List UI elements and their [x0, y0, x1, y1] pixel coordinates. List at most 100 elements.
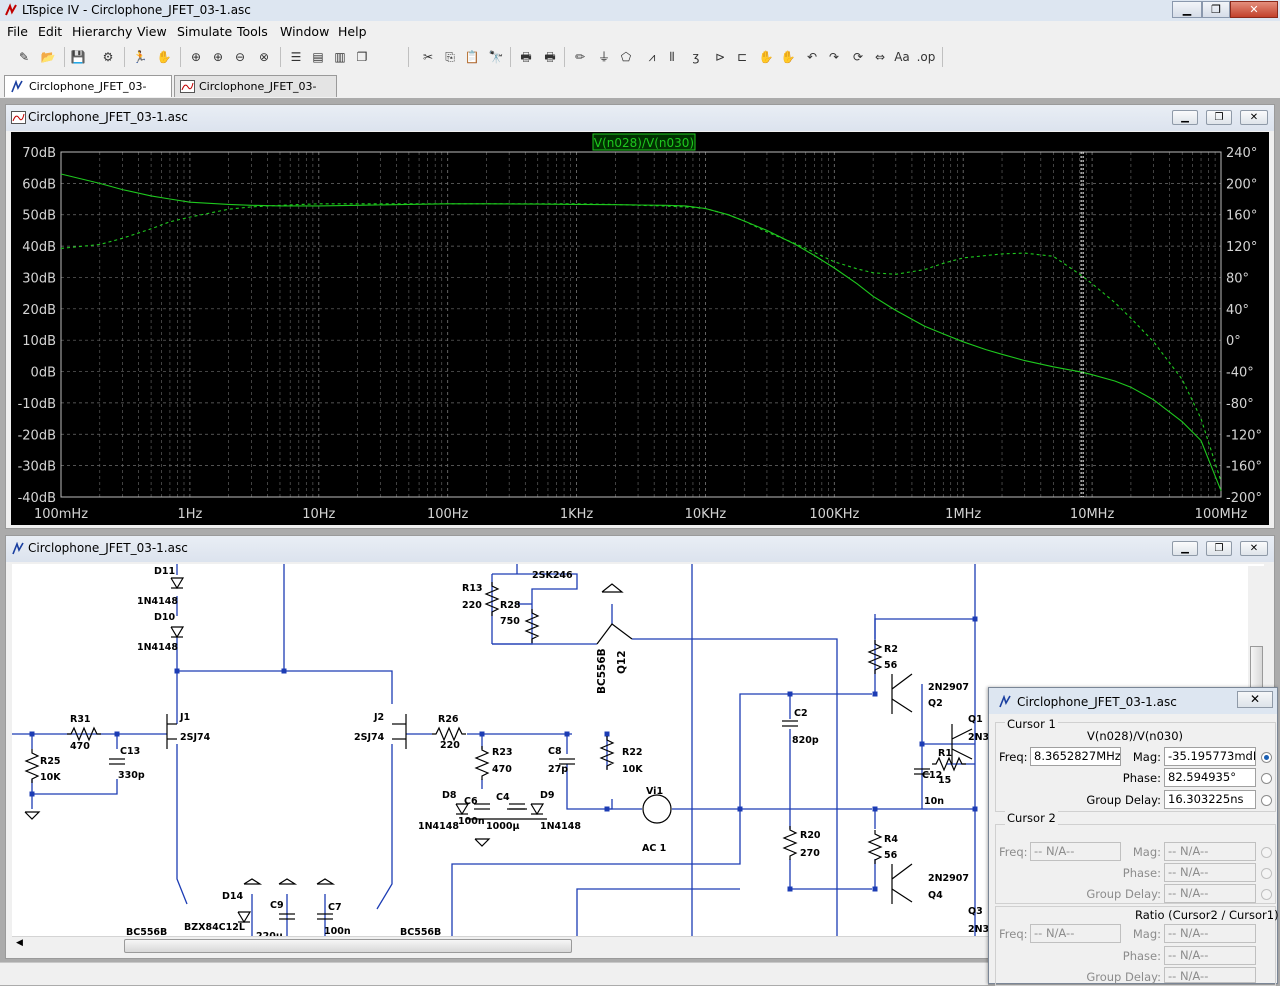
component-label: BZX84C12L	[184, 922, 245, 933]
control-panel-icon[interactable]: ⚙	[102, 50, 114, 64]
zoom-area-icon[interactable]: ⊕	[212, 50, 224, 64]
component-label: 10n	[924, 796, 944, 807]
y-left-tick-label: 30dB	[22, 271, 56, 286]
minimize-button[interactable]: ▁	[1172, 1, 1202, 18]
zoom-in-icon[interactable]: ⊕	[190, 50, 202, 64]
component-label: C7	[328, 902, 342, 913]
component-label: 1N4148	[137, 596, 178, 607]
find-icon[interactable]: 🔭	[488, 50, 504, 64]
cursor1-group-delay-field[interactable]: 16.303225ns	[1164, 790, 1256, 809]
junction-dot	[564, 731, 570, 737]
scrollbar-thumb[interactable]	[124, 939, 572, 953]
menu-tools[interactable]: Tools	[237, 24, 268, 39]
paste-icon[interactable]: 📋	[464, 50, 480, 64]
menu-hierarchy[interactable]: Hierarchy	[72, 24, 133, 39]
mirror-icon[interactable]: ⇔	[874, 50, 886, 64]
component-label: 100n	[324, 926, 351, 936]
y-right-tick-label: 40°	[1226, 303, 1249, 318]
component-symbol	[951, 748, 973, 760]
scroll-left-icon[interactable]: ◀	[16, 938, 23, 948]
resistor-icon[interactable]: ⩘	[648, 50, 656, 64]
pan-icon[interactable]: ✋	[156, 50, 172, 64]
plot-close-button[interactable]: ✕	[1240, 110, 1268, 125]
label-net-icon[interactable]: ⬠	[620, 50, 632, 64]
cursor1-phase-radio[interactable]	[1261, 773, 1272, 784]
undo-icon[interactable]: ↶	[806, 50, 818, 64]
text-icon[interactable]: Aa	[894, 50, 910, 64]
waveform-icon	[11, 111, 26, 124]
component-symbol	[67, 726, 101, 742]
junction-dot	[604, 806, 610, 812]
tile-vertical-icon[interactable]: ▥	[334, 50, 346, 64]
cursor1-freq-field[interactable]: 8.3652827MHz	[1030, 747, 1121, 766]
component-label: R26	[438, 714, 459, 725]
cursor2-freq-field: -- N/A--	[1030, 842, 1121, 861]
ratio-group-delay-field: -- N/A--	[1164, 967, 1256, 983]
copy-icon[interactable]: ⎘	[445, 50, 455, 64]
close-icon: ✕	[1249, 112, 1259, 123]
cascade-icon[interactable]: ❐	[356, 50, 368, 64]
plot-minimize-button[interactable]: ▁	[1172, 110, 1198, 125]
cursor-dialog-titlebar: Circlophone_JFET_03-1.asc ✕	[989, 688, 1277, 714]
close-icon: ✕	[1249, 3, 1259, 16]
menu-window[interactable]: Window	[280, 24, 330, 39]
new-schematic-icon[interactable]: ✎	[18, 50, 30, 64]
save-icon[interactable]: 💾	[70, 50, 86, 64]
cursor2-phase-label: Phase:	[1122, 866, 1161, 880]
menu-file[interactable]: File	[7, 24, 28, 39]
cut-icon[interactable]: ✂	[422, 50, 434, 64]
menu-edit[interactable]: Edit	[38, 24, 63, 39]
schematic-minimize-button[interactable]: ▁	[1172, 541, 1198, 556]
move-icon[interactable]: ✋	[758, 50, 774, 64]
component-label: R25	[40, 756, 61, 767]
draw-wire-icon[interactable]: ✏	[574, 50, 586, 64]
zoom-fit-icon[interactable]: ⊗	[258, 50, 270, 64]
diode-icon[interactable]: ⊳	[714, 50, 726, 64]
component-icon[interactable]: ⊏	[736, 50, 748, 64]
open-icon[interactable]: 📂	[40, 50, 56, 64]
cursor1-phase-field[interactable]: 82.594935°	[1164, 768, 1256, 787]
tile-horizontal-icon[interactable]: ▤	[312, 50, 324, 64]
component-label: 2SJ74	[180, 732, 211, 743]
x-tick-label: 100KHz	[809, 507, 859, 522]
trace-label[interactable]: V(n028)/V(n030)	[594, 136, 694, 150]
ground-icon[interactable]: ⏚	[597, 50, 610, 64]
menu-simulate[interactable]: Simulate	[177, 24, 233, 39]
tab-waveform[interactable]: Circlophone_JFET_03-1.asc	[174, 75, 337, 115]
schematic-close-button[interactable]: ✕	[1240, 541, 1268, 556]
inductor-icon[interactable]: ʒ	[692, 50, 700, 64]
component-label: D14	[222, 891, 243, 902]
component-label: R28	[500, 600, 521, 611]
run-icon[interactable]: 🏃	[132, 50, 148, 64]
ratio-freq-label: Freq:	[999, 927, 1028, 941]
cursor-dialog-close-button[interactable]: ✕	[1237, 691, 1273, 708]
y-left-tick-label: 10dB	[22, 334, 56, 349]
cursor1-group-delay-radio[interactable]	[1261, 795, 1272, 806]
print-icon[interactable]: 🖶	[544, 50, 556, 64]
capacitor-icon[interactable]: ⫴	[669, 50, 675, 64]
vertical-scrollbar-thumb[interactable]	[1250, 646, 1263, 688]
redo-icon[interactable]: ↷	[828, 50, 840, 64]
trace-label-box	[592, 133, 696, 151]
drag-icon[interactable]: ✋	[780, 50, 796, 64]
cursor1-mag-radio[interactable]	[1261, 752, 1272, 763]
spice-directive-icon[interactable]: .op	[916, 50, 936, 64]
tab-schematic[interactable]: Circlophone_JFET_03-1.asc	[4, 75, 172, 115]
schematic-restore-button[interactable]: ❐	[1206, 541, 1232, 556]
restore-button[interactable]: ❐	[1202, 1, 1230, 18]
autorange-icon[interactable]: ☰	[290, 50, 302, 64]
menu-help[interactable]: Help	[338, 24, 367, 39]
y-left-tick-label: 60dB	[22, 177, 56, 192]
zoom-out-icon[interactable]: ⊖	[234, 50, 246, 64]
toolbar-separator	[408, 47, 409, 67]
menu-view[interactable]: View	[137, 24, 167, 39]
toolbar-separator	[64, 47, 65, 67]
horizontal-scrollbar[interactable]: ◀	[12, 936, 1264, 954]
print-setup-icon[interactable]: 🖶	[520, 50, 532, 64]
cursor1-mag-field[interactable]: -35.195773mdB	[1164, 747, 1256, 766]
plot-restore-button[interactable]: ❐	[1206, 110, 1232, 125]
wire	[566, 764, 613, 810]
close-button[interactable]: ✕	[1230, 1, 1278, 18]
rotate-icon[interactable]: ⟳	[852, 50, 864, 64]
